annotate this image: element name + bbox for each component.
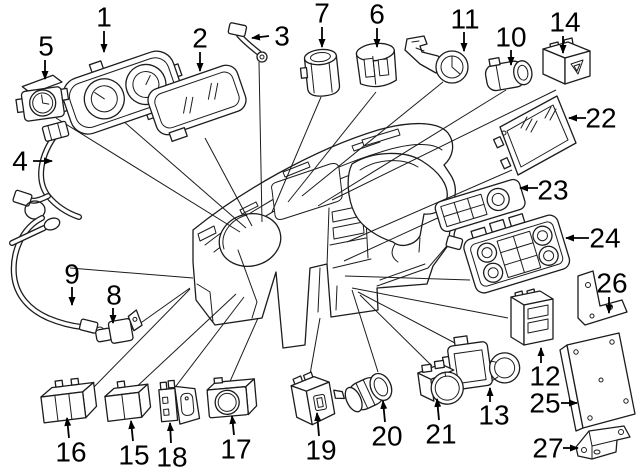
callout-4-label: 4 bbox=[12, 146, 28, 177]
part-rotary-switch bbox=[206, 377, 258, 419]
callout-23-upper-control-panel: 23 bbox=[519, 175, 569, 206]
callout-14-label: 14 bbox=[549, 7, 580, 38]
callout-20-cigarette-lighter-socket: 20 bbox=[371, 400, 403, 452]
callout-21-label: 21 bbox=[425, 419, 456, 450]
callout-17-label: 17 bbox=[220, 434, 251, 465]
callout-15-label: 15 bbox=[118, 440, 149, 471]
part-lower-control-panel bbox=[463, 213, 571, 294]
part-display-screen bbox=[492, 95, 577, 176]
callout-16-arrow bbox=[64, 417, 72, 439]
callout-15-arrow bbox=[128, 420, 136, 442]
callout-24-lower-control-panel: 24 bbox=[565, 223, 621, 254]
callout-5-label: 5 bbox=[38, 31, 54, 62]
part-ambient-light-sensor bbox=[484, 57, 533, 92]
callout-26-mounting-bracket-upper: 26 bbox=[596, 268, 628, 314]
callout-18-rocker-switch: 18 bbox=[156, 422, 188, 471]
callout-13-sonar-sensor: 13 bbox=[478, 387, 510, 431]
callout-19-arrow bbox=[314, 412, 322, 437]
callout-15-blank-switch-2gang: 15 bbox=[118, 420, 150, 471]
callout-3-sensor-bracket: 3 bbox=[251, 21, 290, 52]
part-sonar-sensor bbox=[441, 335, 521, 391]
callout-22-display-screen: 22 bbox=[568, 103, 617, 134]
callout-19-label: 19 bbox=[305, 435, 336, 466]
part-cigarette-lighter-socket bbox=[333, 372, 393, 413]
part-multi-function-switch bbox=[510, 288, 554, 346]
callout-9-label: 9 bbox=[64, 259, 80, 290]
callout-20-arrow bbox=[380, 400, 388, 423]
part-mounting-bracket-upper bbox=[577, 270, 628, 326]
callout-16-label: 16 bbox=[55, 437, 86, 468]
leader-lines bbox=[55, 61, 557, 393]
callout-18-label: 18 bbox=[156, 442, 187, 471]
part-rocker-switch bbox=[158, 379, 201, 425]
part-power-outlet-socket bbox=[417, 359, 464, 405]
part-push-button-switch bbox=[355, 42, 398, 88]
callout-13-label: 13 bbox=[478, 400, 509, 431]
callout-4-sub-harness: 4 bbox=[12, 146, 53, 177]
part-clock-assembly bbox=[15, 74, 70, 122]
callout-16-blank-switch-3gang: 16 bbox=[55, 417, 87, 468]
callout-5-clock-assembly: 5 bbox=[38, 31, 54, 80]
instrument-panel-body bbox=[192, 122, 457, 349]
callout-23-label: 23 bbox=[537, 175, 568, 206]
callout-21-power-outlet-socket: 21 bbox=[425, 398, 457, 450]
part-control-module bbox=[559, 332, 636, 432]
callout-26-label: 26 bbox=[596, 268, 627, 299]
callout-11-photo-sensor: 11 bbox=[450, 4, 480, 52]
callout-10-ambient-light-sensor: 10 bbox=[495, 22, 527, 66]
callout-27-label: 27 bbox=[532, 433, 563, 464]
part-check-valve bbox=[95, 309, 143, 344]
callout-14-hazard-switch: 14 bbox=[549, 7, 581, 54]
callout-24-label: 24 bbox=[589, 223, 620, 254]
callout-7-ignition-push-switch: 7 bbox=[314, 0, 330, 48]
callout-9-drain-hose: 9 bbox=[64, 259, 80, 306]
part-blank-switch-3gang bbox=[40, 377, 98, 424]
callout-3-label: 3 bbox=[274, 21, 290, 52]
callout-3-arrow bbox=[251, 33, 270, 41]
callout-20-label: 20 bbox=[371, 421, 402, 452]
callout-12-label: 12 bbox=[529, 361, 560, 392]
callout-7-label: 7 bbox=[314, 0, 330, 29]
callout-8-label: 8 bbox=[106, 280, 122, 311]
callout-27-mounting-bracket-lower: 27 bbox=[532, 433, 579, 464]
part-cluster-lens bbox=[147, 64, 247, 143]
callout-2-cluster-lens: 2 bbox=[192, 23, 208, 72]
callout-2-label: 2 bbox=[192, 23, 208, 54]
part-ignition-push-switch bbox=[299, 48, 341, 97]
callout-12-multi-function-switch: 12 bbox=[529, 347, 561, 392]
part-sub-harness bbox=[12, 120, 82, 220]
part-mounting-bracket-lower bbox=[575, 425, 631, 460]
callout-22-label: 22 bbox=[585, 103, 616, 134]
callout-1-instrument-cluster: 1 bbox=[96, 2, 112, 53]
callout-6-label: 6 bbox=[369, 0, 385, 30]
callout-11-label: 11 bbox=[450, 4, 479, 35]
part-upper-control-panel bbox=[434, 178, 526, 251]
callout-19-socket-switch: 19 bbox=[305, 412, 337, 466]
part-hazard-switch bbox=[542, 37, 591, 85]
callout-18-arrow bbox=[166, 422, 174, 444]
part-socket-switch bbox=[290, 371, 336, 426]
part-photo-sensor bbox=[404, 35, 469, 84]
callout-6-push-button-switch: 6 bbox=[369, 0, 385, 48]
callout-8-check-valve: 8 bbox=[106, 280, 122, 324]
callout-1-label: 1 bbox=[96, 2, 112, 33]
callout-17-arrow bbox=[229, 415, 237, 436]
callout-25-label: 25 bbox=[529, 388, 560, 419]
callout-25-control-module: 25 bbox=[529, 388, 578, 419]
callout-10-label: 10 bbox=[495, 22, 526, 53]
part-blank-switch-2gang bbox=[104, 380, 152, 422]
callout-21-arrow bbox=[434, 398, 442, 421]
part-drain-hose bbox=[9, 200, 105, 336]
callout-17-rotary-switch: 17 bbox=[220, 415, 252, 465]
part-sensor-bracket bbox=[227, 22, 268, 63]
